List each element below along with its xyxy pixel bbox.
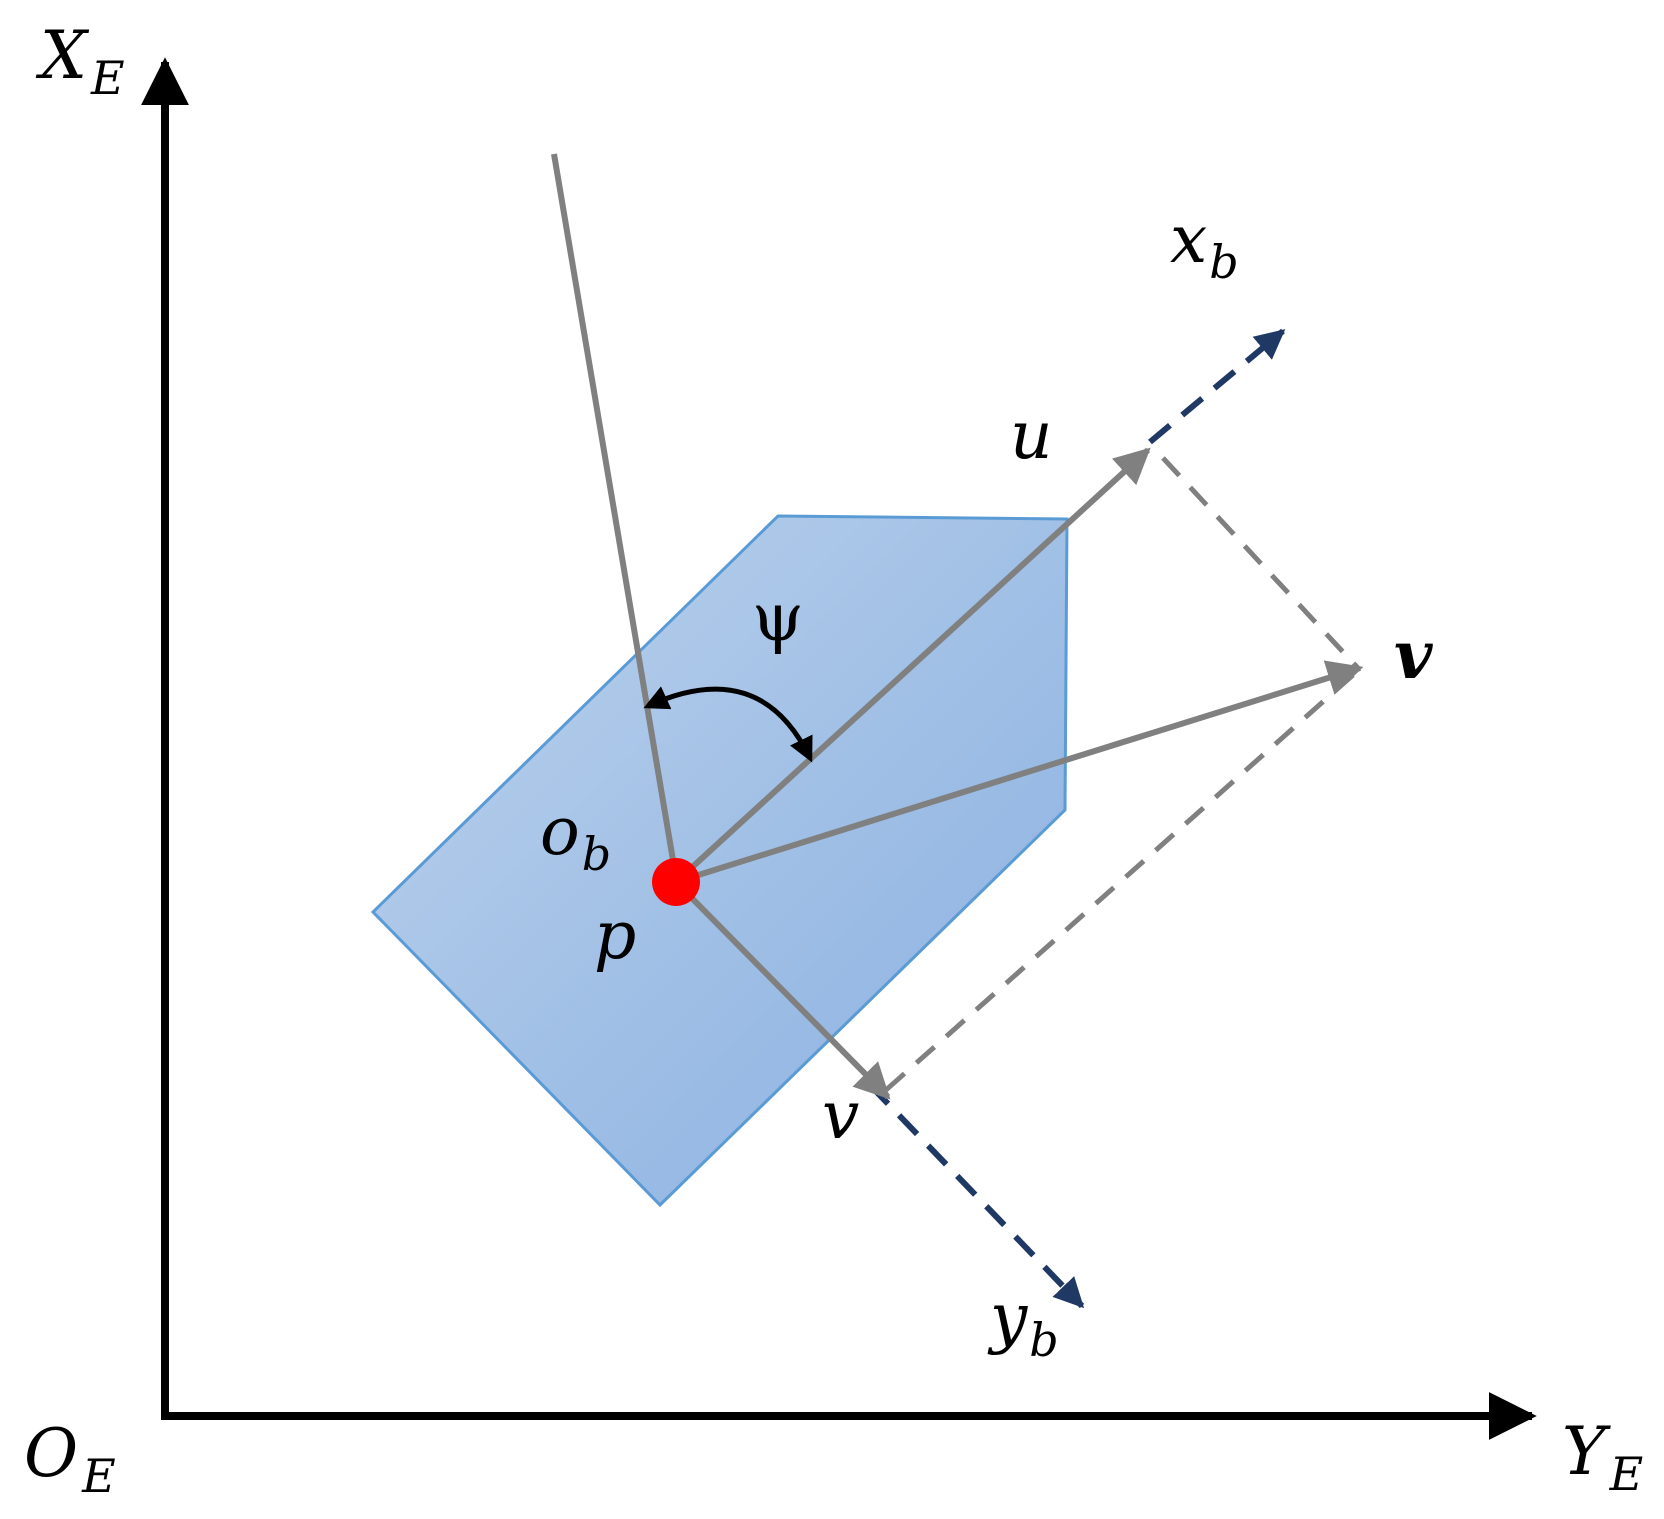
earth-y-axis-label: YE — [1562, 1413, 1643, 1501]
sway-velocity-label: v — [822, 1077, 859, 1154]
surge-velocity-label: u — [1010, 397, 1053, 474]
heading-angle-arc — [643, 686, 813, 763]
surge-velocity-vector — [673, 447, 1151, 885]
body-origin-label: ob — [540, 793, 611, 881]
earth-origin-label: OE — [24, 1415, 116, 1503]
sway-velocity-vector — [673, 879, 891, 1100]
body-y-axis — [867, 1082, 1085, 1309]
body-x-axis-label: xb — [1170, 201, 1239, 289]
heading-angle-label: ψ — [752, 579, 804, 656]
position-label: p — [594, 897, 636, 974]
total-velocity-label: v — [1394, 616, 1433, 694]
body-y-axis-label: yb — [987, 1279, 1059, 1367]
body-origin-point — [652, 858, 700, 906]
body-x-axis — [1148, 328, 1286, 445]
ship-hull — [370, 514, 1069, 1208]
projection-line-u — [1161, 456, 1359, 669]
earth-x-axis-label: XE — [35, 17, 125, 105]
projection-line-v — [884, 673, 1355, 1092]
total-velocity-vector — [675, 660, 1364, 885]
